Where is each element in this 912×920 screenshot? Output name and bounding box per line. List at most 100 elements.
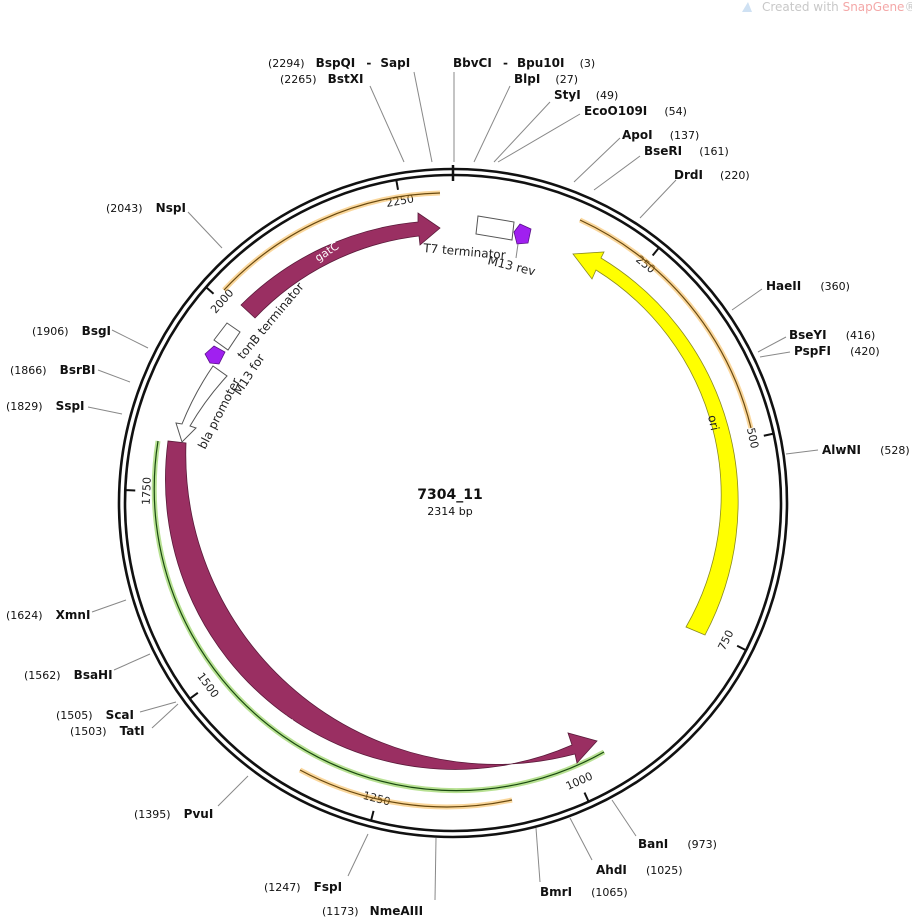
site-pspfi[interactable]: PspFI (420): [794, 340, 880, 359]
site-bstxi-pos: (2265): [280, 73, 317, 86]
site-bseyi-name: BseYI: [789, 328, 827, 342]
tick-label: 2250: [385, 192, 415, 210]
site-drdi[interactable]: DrdI (220): [674, 164, 750, 183]
site-bsrbi[interactable]: (1866) BsrBI: [10, 359, 96, 378]
site-bsgi[interactable]: (1906) BsgI: [32, 320, 111, 339]
site-xmni-name: XmnI: [56, 608, 91, 622]
site-bbvci-pos: (3): [580, 57, 596, 70]
site-beseri[interactable]: BseRI (161): [644, 140, 729, 159]
site-bsahi-name: BsaHI: [74, 668, 113, 682]
site-ahdi-pos: (1025): [646, 864, 683, 877]
site-tati-pos: (1503): [70, 725, 107, 738]
plasmid-name: 7304_11: [417, 487, 482, 503]
site-bseri-name: BseRI: [644, 144, 682, 158]
site-bsrbi-pos: (1866): [10, 364, 47, 377]
site-pvui[interactable]: (1395) PvuI: [134, 803, 213, 822]
site-haeii-pos: (360): [820, 280, 850, 293]
site-pspfi-pos: (420): [850, 345, 880, 358]
site-bani-name: BanI: [638, 837, 668, 851]
m13-for-arrow: [204, 345, 226, 365]
tick-mark: [763, 432, 774, 437]
site-drdi-pos: (220): [720, 169, 750, 182]
site-xmni[interactable]: (1624) XmnI: [6, 604, 90, 623]
tick-mark: [651, 247, 660, 257]
restriction-sites: (2294) BspQI - SapI (2265) BstXI BbvCI -…: [6, 52, 910, 919]
site-bstxi[interactable]: (2265) BstXI: [280, 68, 363, 87]
tick-mark: [583, 792, 590, 803]
site-bpu10i-dash: -: [503, 56, 508, 70]
primer-bind-arc-right-line: [579, 219, 752, 429]
site-apoi[interactable]: ApoI (137): [622, 124, 699, 143]
backbone-outer-circle: [117, 167, 789, 839]
site-sapi-name: SapI: [380, 56, 410, 70]
site-blpi-name: BlpI: [514, 72, 540, 86]
tick-mark: [736, 644, 747, 652]
backbone-inner-circle: [123, 173, 783, 833]
site-tati[interactable]: (1503) TatI: [70, 720, 145, 739]
site-bsahi[interactable]: (1562) BsaHI: [24, 664, 113, 683]
site-fspi-name: FspI: [314, 880, 342, 894]
site-styi[interactable]: StyI (49): [554, 84, 618, 103]
snapgene-watermark: Created with SnapGene®: [742, 0, 912, 14]
site-styi-name: StyI: [554, 88, 581, 102]
site-bsgi-name: BsgI: [82, 324, 111, 338]
bla-promoter-arrow: [175, 365, 228, 443]
site-haeii-name: HaeII: [766, 279, 801, 293]
primer-binding-arcs: [151, 190, 754, 810]
site-drdi-name: DrdI: [674, 168, 703, 182]
site-ahdi[interactable]: AhdI (1025): [596, 859, 683, 878]
site-ahdi-name: AhdI: [596, 863, 627, 877]
site-bbvci-bpu10i[interactable]: BbvCI - Bpu10I (3): [453, 52, 595, 71]
site-bsgi-pos: (1906): [32, 325, 69, 338]
site-bbvci-name: BbvCI: [453, 56, 492, 70]
tick-label: 500: [744, 427, 761, 450]
tick-label: 2000: [208, 286, 236, 316]
tick-mark: [395, 179, 400, 190]
ori-label: ori: [705, 414, 722, 432]
site-styi-pos: (49): [596, 89, 619, 102]
site-apoi-pos: (137): [670, 129, 700, 142]
site-apoi-name: ApoI: [622, 128, 653, 142]
site-bani[interactable]: BanI (973): [638, 833, 717, 852]
site-bpu10i-name: Bpu10I: [517, 56, 564, 70]
tick-mark: [370, 810, 375, 821]
site-scai-name: ScaI: [106, 708, 134, 722]
site-bseyi-pos: (416): [846, 329, 876, 342]
watermark-suffix: ®: [904, 0, 912, 14]
site-nmeaiii-name: NmeAIII: [370, 904, 423, 918]
m13-rev-label: M13 rev: [486, 253, 537, 278]
feature-bla[interactable]: bla: [165, 440, 598, 770]
watermark-brand: SnapGene: [843, 0, 905, 14]
svg-text:Created with SnapGene®: Created with SnapGene®: [762, 0, 912, 14]
site-nspi[interactable]: (2043) NspI: [106, 197, 186, 216]
site-bmri[interactable]: BmrI (1065): [540, 881, 628, 900]
site-pvui-name: PvuI: [184, 807, 214, 821]
site-scai[interactable]: (1505) ScaI: [56, 704, 134, 723]
primer-bind-arc-left-green-line: [153, 440, 605, 792]
site-bseyi[interactable]: BseYI (416): [789, 324, 875, 343]
site-sspi[interactable]: (1829) SspI: [6, 395, 85, 414]
site-scai-pos: (1505): [56, 709, 93, 722]
site-ecoo109i[interactable]: EcoO109I (54): [584, 100, 687, 119]
tick-label: 1750: [140, 477, 154, 505]
site-pvui-pos: (1395): [134, 808, 171, 821]
site-alwni-name: AlwNI: [822, 443, 861, 457]
site-alwni-pos: (528): [880, 444, 910, 457]
primer-bind-arc-top-left-line: [223, 192, 441, 291]
feature-bla-promoter[interactable]: bla promoter: [175, 365, 243, 451]
site-alwni[interactable]: AlwNI (528): [822, 439, 910, 458]
site-blpi[interactable]: BlpI (27): [514, 68, 578, 87]
site-bani-pos: (973): [687, 838, 717, 851]
tonB-terminator-box: [213, 322, 241, 351]
site-sapi-dash: -: [366, 56, 371, 70]
site-bspqi-sapi[interactable]: (2294) BspQI - SapI: [268, 52, 410, 71]
tick-mark: [205, 286, 215, 295]
site-nmeaiii[interactable]: (1173) NmeAIII: [322, 900, 423, 919]
site-sspi-pos: (1829): [6, 400, 43, 413]
feature-ori[interactable]: ori: [572, 251, 739, 636]
site-bmri-pos: (1065): [591, 886, 628, 899]
site-fspi[interactable]: (1247) FspI: [264, 876, 342, 895]
site-bmri-name: BmrI: [540, 885, 572, 899]
plasmid-length: 2314 bp: [427, 505, 472, 518]
site-haeii[interactable]: HaeII (360): [766, 275, 850, 294]
